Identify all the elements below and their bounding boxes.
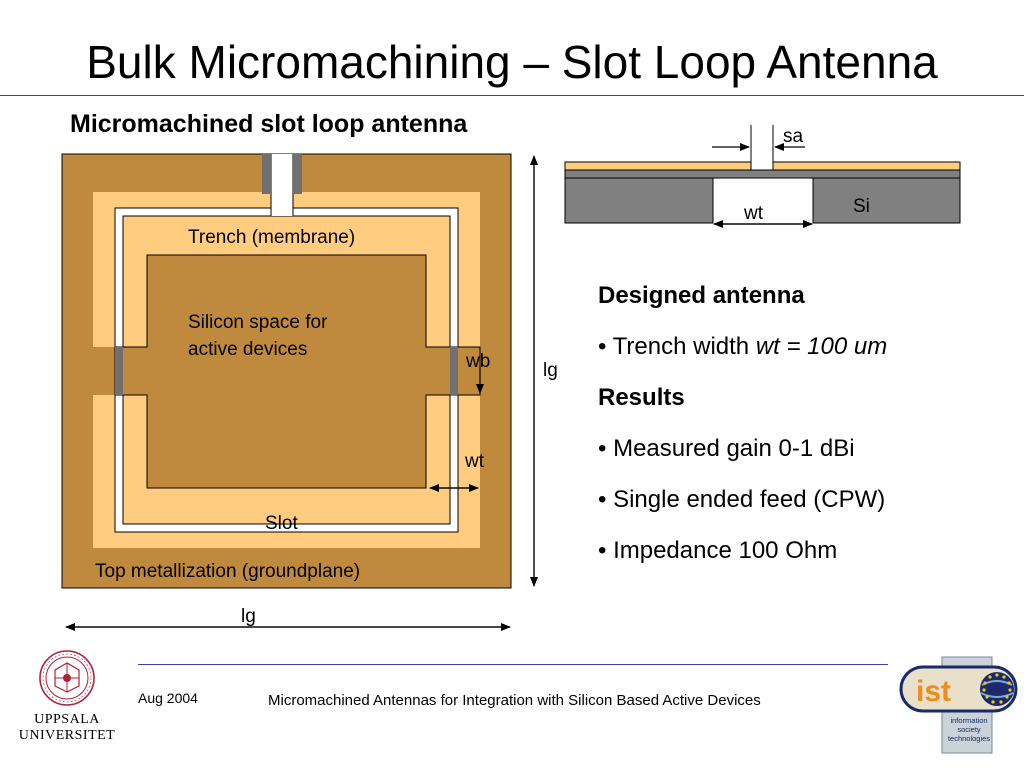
metal-left bbox=[564, 161, 752, 171]
gain-bullet: • Measured gain 0-1 dBi bbox=[598, 435, 855, 462]
slot-label: Slot bbox=[265, 513, 298, 534]
uppsala-line1: UPPSALA bbox=[34, 712, 100, 727]
si-label: Si bbox=[853, 196, 870, 217]
uppsala-seal-logo bbox=[39, 650, 95, 706]
sa-label: sa bbox=[783, 126, 804, 147]
title-divider bbox=[0, 95, 1024, 96]
designed-heading: Designed antenna bbox=[598, 282, 805, 309]
antenna-diagram: Trench (membrane) Silicon space for acti… bbox=[61, 125, 961, 631]
page-title: Bulk Micromachining – Slot Loop Antenna bbox=[86, 36, 938, 88]
cpw-gap-right bbox=[293, 154, 302, 194]
bridge-left-outer bbox=[93, 347, 115, 395]
cross-section bbox=[564, 125, 961, 228]
wt-label: wt bbox=[464, 451, 485, 472]
footer-divider bbox=[138, 664, 888, 665]
wb-label: wb bbox=[465, 351, 490, 372]
ist-mark: ist bbox=[916, 675, 951, 708]
dimension-arrows bbox=[65, 155, 538, 631]
ist-caption: information society technologies bbox=[944, 716, 994, 743]
membrane-layer bbox=[564, 169, 961, 179]
cross-wt-label: wt bbox=[743, 203, 764, 224]
trench-label: Trench (membrane) bbox=[188, 227, 355, 248]
ist-caption-line3: technologies bbox=[947, 734, 991, 743]
silicon-label-line2: active devices bbox=[188, 339, 307, 360]
uppsala-wordmark: UPPSALA UNIVERSITET bbox=[14, 712, 120, 744]
silicon-label-line1: Silicon space for bbox=[188, 312, 328, 333]
groundplane-label: Top metallization (groundplane) bbox=[95, 561, 360, 582]
ist-caption-line1: information bbox=[950, 716, 988, 725]
si-left bbox=[564, 177, 714, 224]
trench-width-prefix: • Trench width bbox=[598, 333, 756, 360]
bridge-slot-left bbox=[115, 347, 123, 395]
impedance-bullet: • Impedance 100 Ohm bbox=[598, 537, 838, 564]
results-panel: Designed antenna • Trench width wt = 100… bbox=[598, 270, 887, 576]
lg-horizontal-label: lg bbox=[241, 606, 256, 627]
feed-slot bbox=[271, 154, 293, 216]
bridge-slot-right bbox=[450, 347, 458, 395]
metal-right bbox=[772, 161, 961, 171]
trench-width-bullet: • Trench width wt = 100 um bbox=[598, 321, 887, 372]
results-heading: Results bbox=[598, 384, 685, 411]
trench-width-value: wt = 100 um bbox=[755, 333, 888, 360]
lg-vertical-label: lg bbox=[543, 360, 558, 381]
uppsala-line2: UNIVERSITET bbox=[18, 728, 116, 743]
ist-logo: ist bbox=[899, 656, 1018, 754]
diagram-subtitle: Micromachined slot loop antenna bbox=[70, 110, 468, 138]
feed-bullet: • Single ended feed (CPW) bbox=[598, 486, 886, 513]
eu-stars-icon bbox=[982, 673, 1012, 704]
silicon-active-area bbox=[114, 254, 481, 489]
antenna-top-view bbox=[61, 153, 512, 589]
footer-text: Micromachined Antennas for Integration w… bbox=[268, 692, 761, 709]
cpw-gap-left bbox=[262, 154, 271, 194]
ist-caption-line2: society bbox=[957, 725, 981, 734]
footer-date: Aug 2004 bbox=[138, 690, 198, 706]
si-right bbox=[812, 177, 961, 224]
